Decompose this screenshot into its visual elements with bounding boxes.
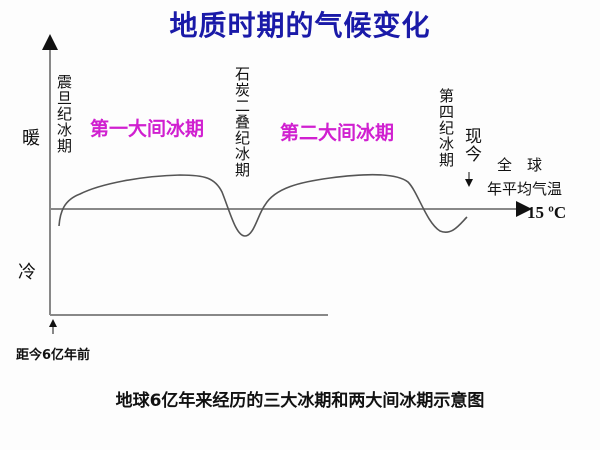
start-label: 距今6亿年前: [16, 348, 91, 363]
page-title: 地质时期的气候变化: [169, 9, 431, 42]
now-label: 现今: [461, 127, 481, 163]
interglacial-label-first: 第一大间冰期: [90, 118, 205, 140]
cold-label: 冷: [18, 262, 36, 283]
reference-value: 15 ºC: [527, 203, 567, 222]
ice-age-label-carboniferous-permian: 石炭二叠纪冰期: [233, 66, 251, 178]
caption: 地球6亿年来经历的三大冰期和两大间冰期示意图: [115, 391, 485, 411]
reference-label-line2: 年平均气温: [487, 180, 563, 198]
reference-label-line1: 全 球: [497, 156, 543, 174]
ice-age-label-quaternary: 第四纪冰期: [437, 88, 455, 168]
warm-label: 暖: [22, 128, 40, 149]
interglacial-label-second: 第二大间冰期: [280, 122, 395, 144]
climate-curve: [58, 173, 468, 237]
ice-age-label-sinian: 震旦纪冰期: [55, 74, 73, 154]
